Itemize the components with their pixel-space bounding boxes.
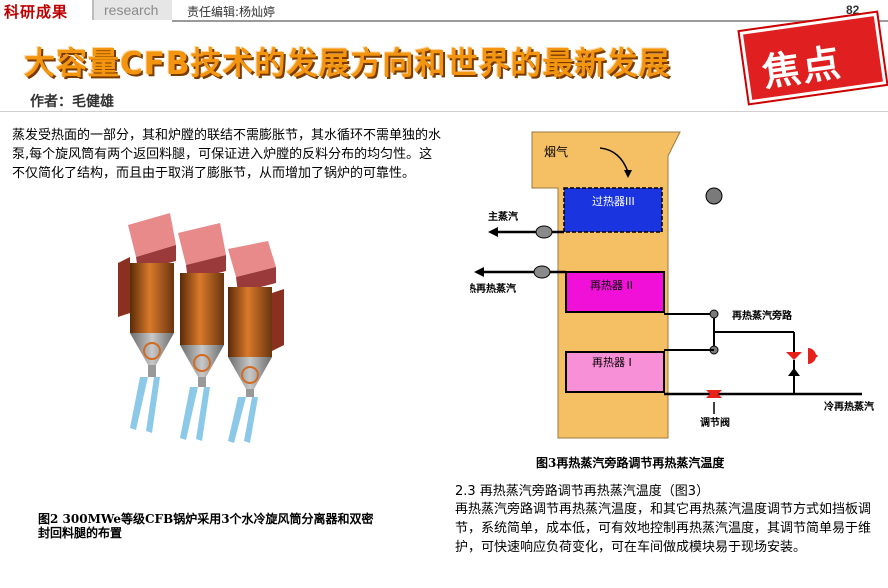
flue-gas-arrow	[599, 147, 629, 173]
section-label: research	[104, 2, 159, 18]
editor-credit: 责任编辑:杨灿婷	[187, 5, 276, 19]
figure2-caption: 图2 300MWe等级CFB锅炉采用3个水冷旋风筒分离器和双密封回料腿的布置	[38, 512, 374, 540]
figure3-caption: 图3再热蒸汽旁路调节再热蒸汽温度	[536, 456, 725, 470]
superheater-label: 过热器III	[592, 195, 635, 208]
main-steam-label: 主蒸汽	[488, 210, 518, 223]
cold-reheat-label: 冷再热蒸汽	[824, 400, 874, 413]
reheat-bypass-label: 再热蒸汽旁路	[732, 309, 793, 322]
figure3-reheat-diagram: 烟气 过热器III 再热器 II 再热器 I 主蒸汽 热再热蒸汽 再热蒸汽旁路 …	[470, 131, 874, 439]
page-number: 82	[846, 3, 860, 17]
brand-text: 科研成果	[4, 3, 69, 21]
brand-logo: 科研成果	[0, 0, 92, 21]
figure2-boiler-illustration	[118, 213, 284, 443]
section-paragraph: 再热蒸汽旁路调节再热蒸汽温度，和其它再热蒸汽温度调节方式如挡板调节，系统简单，成…	[455, 502, 872, 555]
reheater1-label: 再热器 I	[592, 356, 632, 369]
superheater-iii	[563, 187, 663, 233]
section-heading: 2.3 再热蒸汽旁路调节再热蒸汽温度（图3）	[455, 484, 710, 499]
topic-stamp: 焦点篇	[739, 12, 887, 149]
hot-reheat-label: 热再热蒸汽	[470, 282, 516, 295]
reheater-i	[565, 351, 665, 393]
flue-gas-label: 烟气	[544, 144, 568, 159]
regulating-valve-label: 调节阀	[700, 416, 730, 429]
bypass-valve-top	[786, 352, 802, 360]
article-title: 大容量CFB技术的发展方向和世界的最新发展	[24, 46, 671, 82]
reheater-ii	[565, 271, 665, 313]
intro-paragraph: 蒸发受热面的一部分，其和炉膛的联结不需膨胀节，其水循环不需单独的水泵,每个旋风筒…	[12, 128, 442, 181]
section-tab: research	[92, 0, 172, 20]
reheater2-label: 再热器 II	[590, 279, 633, 292]
author-divider	[0, 111, 888, 112]
header-divider	[172, 20, 888, 22]
author-line: 作者：毛健雄	[30, 94, 114, 110]
